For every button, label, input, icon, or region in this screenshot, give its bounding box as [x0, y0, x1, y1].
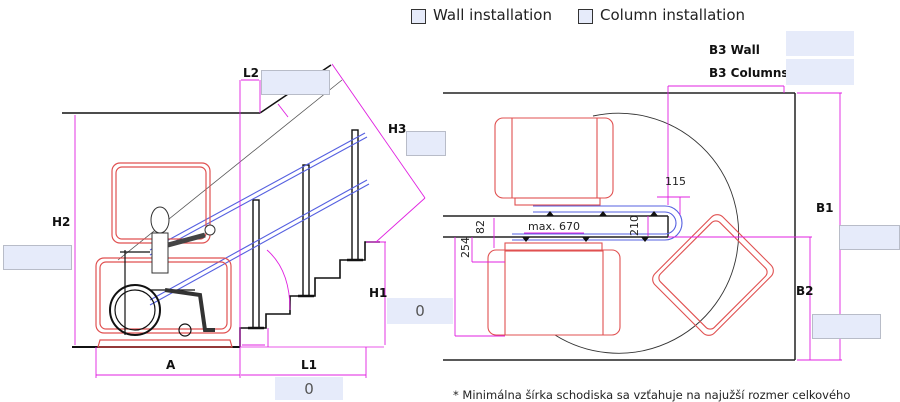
- b2-label: B2: [796, 284, 814, 298]
- dimension-max-670: max. 670: [528, 220, 580, 233]
- dimension-115: 115: [665, 175, 686, 188]
- l2-input[interactable]: [261, 70, 330, 95]
- wall-installation-checkbox[interactable]: [411, 9, 426, 24]
- footnote: * Minimálna šírka schodiska sa vzťahuje …: [453, 388, 851, 402]
- wall-installation-label: Wall installation: [433, 6, 552, 24]
- dimension-82: 82: [474, 220, 487, 234]
- h2-label: H2: [52, 215, 71, 229]
- b3-columns-input[interactable]: [786, 59, 854, 85]
- h3-input[interactable]: [406, 131, 446, 156]
- a-label: A: [166, 358, 176, 372]
- l1-input[interactable]: 0: [275, 377, 343, 400]
- h1-label: H1: [369, 286, 388, 300]
- dimension-210: 210: [628, 215, 641, 236]
- side-view-drawing: [62, 63, 426, 378]
- h2-input[interactable]: [3, 245, 72, 270]
- b3-wall-label: B3 Wall: [709, 43, 760, 57]
- h3-label: H3: [388, 122, 407, 136]
- column-installation-checkbox[interactable]: [578, 9, 593, 24]
- b3-wall-input[interactable]: [786, 31, 854, 56]
- column-installation-label: Column installation: [600, 6, 746, 24]
- b3-columns-label: B3 Columns: [709, 66, 789, 80]
- h1-input[interactable]: 0: [387, 298, 453, 324]
- b1-label: B1: [816, 201, 834, 215]
- l2-label: L2: [243, 66, 259, 80]
- b2-input[interactable]: [812, 314, 881, 339]
- b1-input[interactable]: [839, 225, 900, 250]
- l1-label: L1: [301, 358, 317, 372]
- top-view-drawing: [443, 85, 842, 361]
- dimension-254: 254: [459, 237, 472, 258]
